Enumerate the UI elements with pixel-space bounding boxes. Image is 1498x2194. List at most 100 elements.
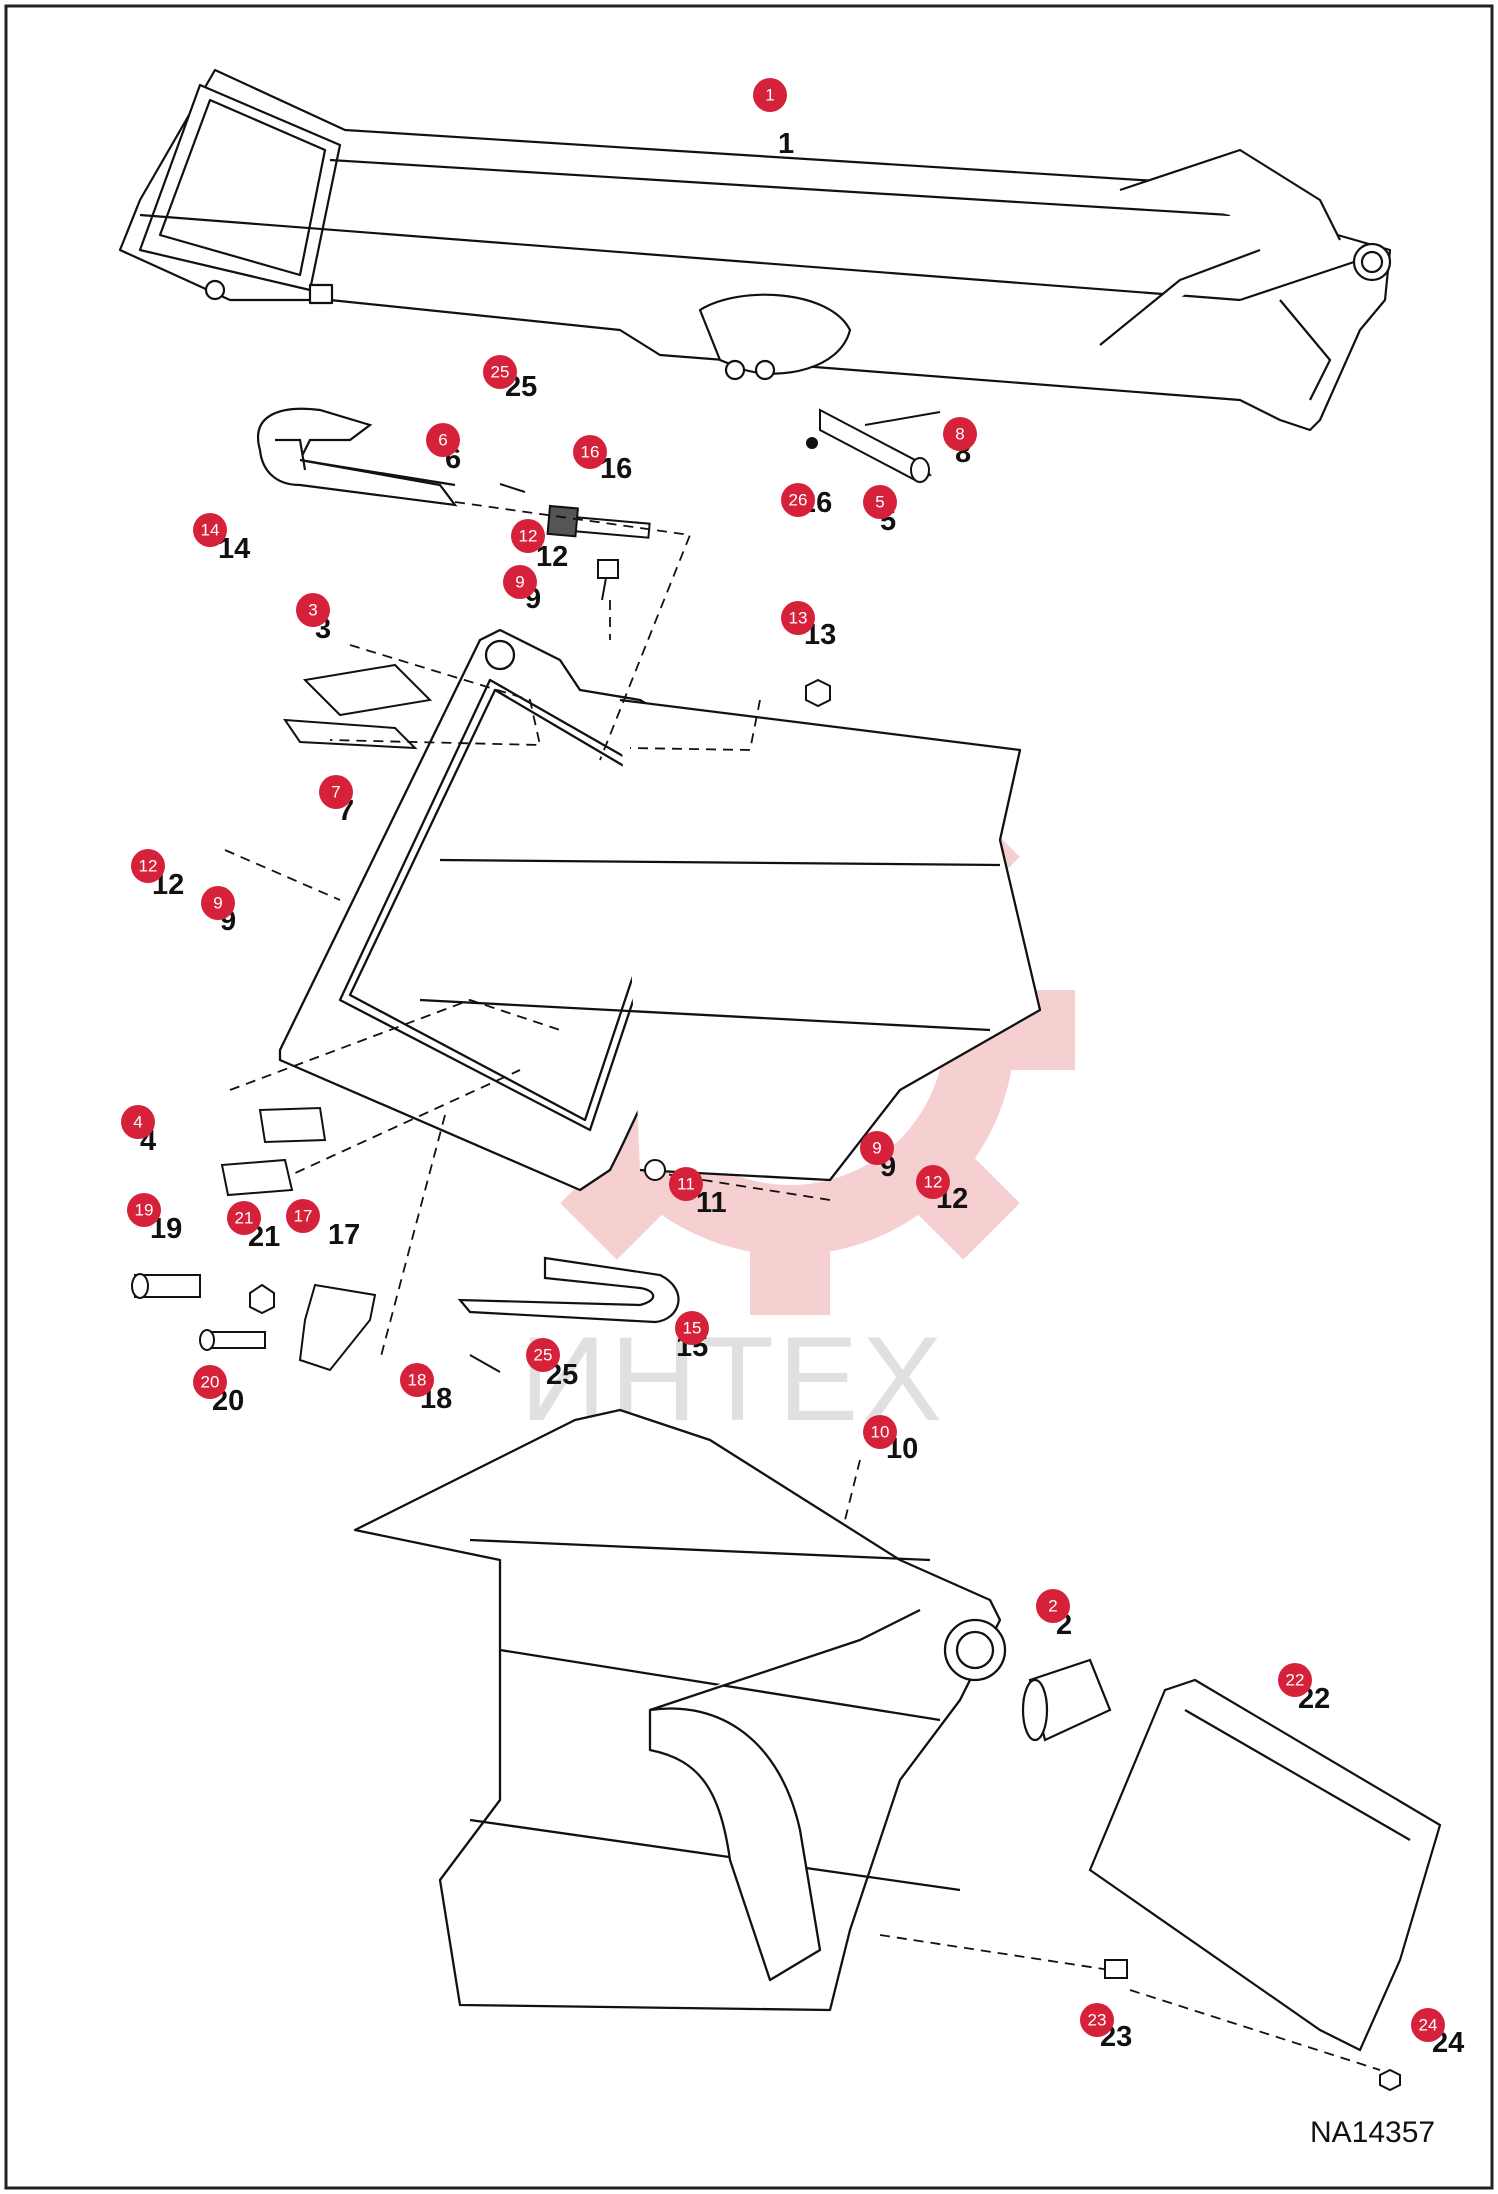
callout-badge-text: 3 bbox=[308, 601, 317, 620]
callout-8: 88 bbox=[943, 417, 977, 469]
nut-26 bbox=[806, 437, 818, 449]
drawing-id-label: NA14357 bbox=[1310, 2116, 1435, 2149]
callout-badge bbox=[193, 1365, 227, 1399]
callout-badge-text: 15 bbox=[683, 1319, 702, 1338]
callout-badge-text: 6 bbox=[438, 431, 447, 450]
nut-21 bbox=[249, 1283, 275, 1315]
callout-badge-text: 4 bbox=[133, 1113, 142, 1132]
callout-badge-text: 2 bbox=[1048, 1597, 1057, 1616]
pin-6 bbox=[499, 483, 526, 493]
callout-number: 1 bbox=[778, 128, 794, 160]
callout-badge-text: 18 bbox=[408, 1371, 427, 1390]
callout-badge-text: 11 bbox=[677, 1175, 695, 1194]
callout-badge bbox=[483, 355, 517, 389]
callout-badge bbox=[296, 593, 330, 627]
callout-badge bbox=[781, 483, 815, 517]
callout-4: 44 bbox=[121, 1105, 156, 1157]
callout-badge bbox=[286, 1199, 320, 1233]
callout-badge-text: 21 bbox=[235, 1209, 254, 1228]
callout-badge bbox=[319, 775, 353, 809]
nut-11 bbox=[644, 1159, 666, 1181]
callout-badge bbox=[675, 1311, 709, 1345]
block-4 bbox=[220, 1106, 327, 1197]
callout-badge bbox=[916, 1165, 950, 1199]
callout-badge bbox=[943, 417, 977, 451]
rod-16 bbox=[546, 504, 651, 539]
callout-badge bbox=[1278, 1663, 1312, 1697]
callout-badge bbox=[127, 1193, 161, 1227]
callout-badge-text: 26 bbox=[789, 491, 808, 510]
callout-badge-text: 16 bbox=[581, 443, 600, 462]
callout-2: 22 bbox=[1036, 1589, 1072, 1641]
callout-badge bbox=[426, 423, 460, 457]
callout-badge-text: 10 bbox=[871, 1423, 890, 1442]
callout-badge bbox=[400, 1363, 434, 1397]
callout-badge-text: 17 bbox=[294, 1207, 313, 1226]
diagram-border bbox=[4, 4, 1494, 2190]
callout-9: 99 bbox=[503, 565, 541, 615]
pin-18 bbox=[469, 1354, 501, 1373]
callout-badge bbox=[1411, 2008, 1445, 2042]
callout-badge bbox=[121, 1105, 155, 1139]
callout-badge-text: 22 bbox=[1286, 1671, 1305, 1690]
plate-3 bbox=[302, 663, 433, 717]
callout-badge bbox=[753, 78, 787, 112]
bracket-15 bbox=[457, 1256, 680, 1324]
callout-badge-text: 19 bbox=[135, 1201, 154, 1220]
callout-badge-text: 1 bbox=[765, 86, 774, 105]
callout-badge-text: 9 bbox=[515, 573, 524, 592]
callout-badge bbox=[193, 513, 227, 547]
bolt-19 bbox=[131, 1273, 201, 1299]
callout-badge-text: 9 bbox=[872, 1139, 881, 1158]
callout-badge bbox=[201, 886, 235, 920]
cover-plate-22 bbox=[1088, 1678, 1442, 2052]
callout-badge bbox=[227, 1201, 261, 1235]
callout-badge bbox=[526, 1338, 560, 1372]
callout-badge-text: 12 bbox=[139, 857, 158, 876]
callout-badge bbox=[863, 1415, 897, 1449]
bracket-17 bbox=[298, 1283, 377, 1372]
callout-badge-text: 20 bbox=[201, 1373, 220, 1392]
callout-badge-text: 9 bbox=[213, 894, 222, 913]
callout-badge bbox=[1080, 2003, 1114, 2037]
lower-arm-part bbox=[353, 1408, 1007, 2012]
callout-number: 17 bbox=[328, 1219, 360, 1251]
callout-badge-text: 7 bbox=[331, 783, 340, 802]
callout-9: 99 bbox=[201, 886, 236, 937]
callout-badge bbox=[1036, 1589, 1070, 1623]
callout-badge-text: 5 bbox=[875, 493, 884, 512]
callout-badge bbox=[781, 601, 815, 635]
plate-7 bbox=[283, 718, 418, 750]
mounting-frame bbox=[278, 628, 1042, 1192]
callout-3: 33 bbox=[296, 593, 331, 645]
callout-7: 77 bbox=[319, 775, 354, 827]
upper-arm-part bbox=[118, 68, 1392, 432]
callout-badge bbox=[131, 849, 165, 883]
callout-badge-text: 13 bbox=[789, 609, 808, 628]
bushing-2 bbox=[1021, 1658, 1112, 1742]
callout-5: 55 bbox=[863, 485, 897, 537]
callout-badge bbox=[511, 519, 545, 553]
callout-1: 11 bbox=[753, 78, 794, 160]
callout-badge-text: 25 bbox=[491, 363, 510, 382]
bolt-12-top bbox=[597, 559, 619, 601]
nut-13 bbox=[805, 678, 831, 708]
callout-badge-text: 12 bbox=[519, 527, 538, 546]
callout-badge-text: 23 bbox=[1088, 2011, 1107, 2030]
callout-badge-text: 25 bbox=[534, 1346, 553, 1365]
